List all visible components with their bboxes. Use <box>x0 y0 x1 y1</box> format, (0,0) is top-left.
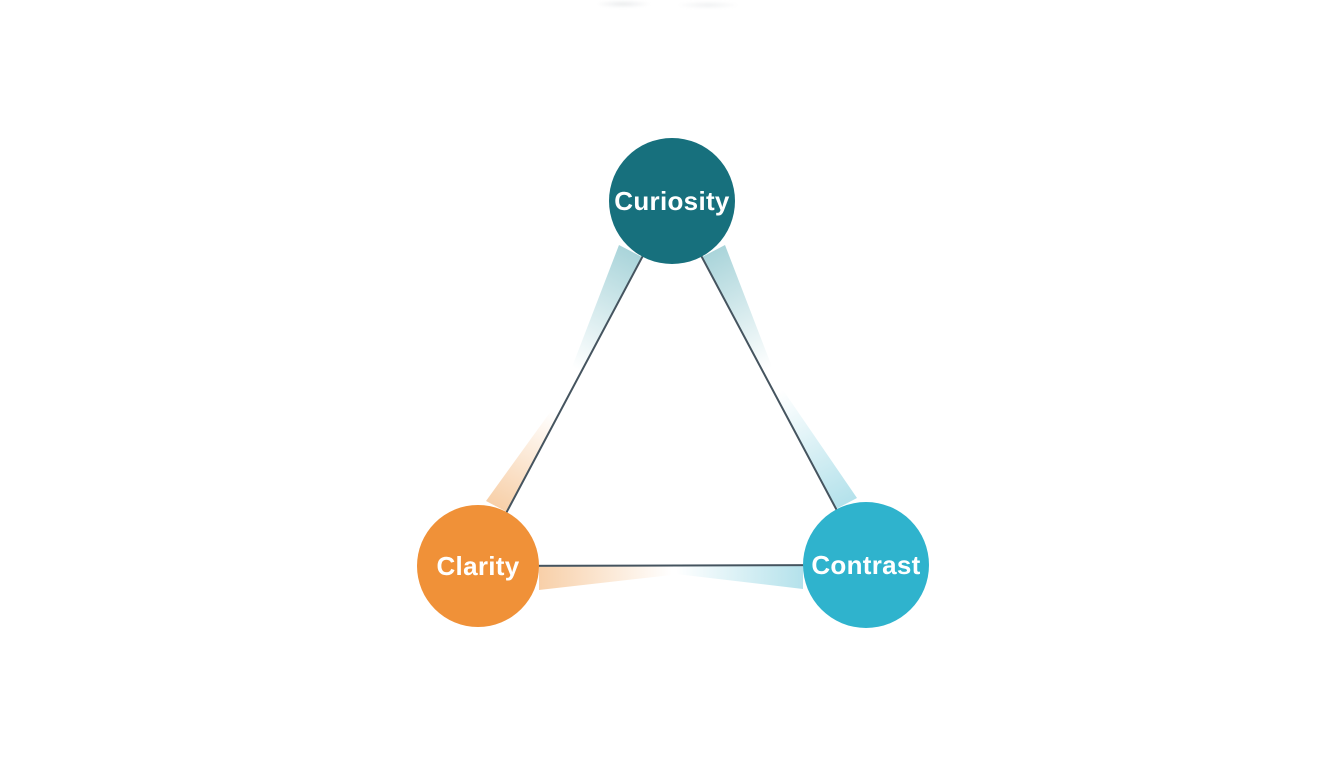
edge-clarity-contrast <box>477 564 867 567</box>
ribbon-clarity-up <box>486 411 559 512</box>
edge-curiosity-clarity <box>477 200 673 567</box>
node-contrast: Contrast <box>803 502 929 628</box>
ribbon-contrast-up <box>775 390 857 509</box>
node-curiosity: Curiosity <box>609 138 735 264</box>
ribbon-curiosity-left <box>572 245 642 372</box>
node-clarity: Clarity <box>417 505 539 627</box>
node-clarity-label: Clarity <box>436 550 520 581</box>
ribbon-contrast-left <box>676 565 803 589</box>
node-contrast-label: Contrast <box>811 549 921 580</box>
ribbon-curiosity-right <box>702 245 772 372</box>
ribbon-clarity-right <box>539 566 672 590</box>
edge-curiosity-contrast <box>671 200 867 566</box>
node-curiosity-label: Curiosity <box>614 185 730 216</box>
